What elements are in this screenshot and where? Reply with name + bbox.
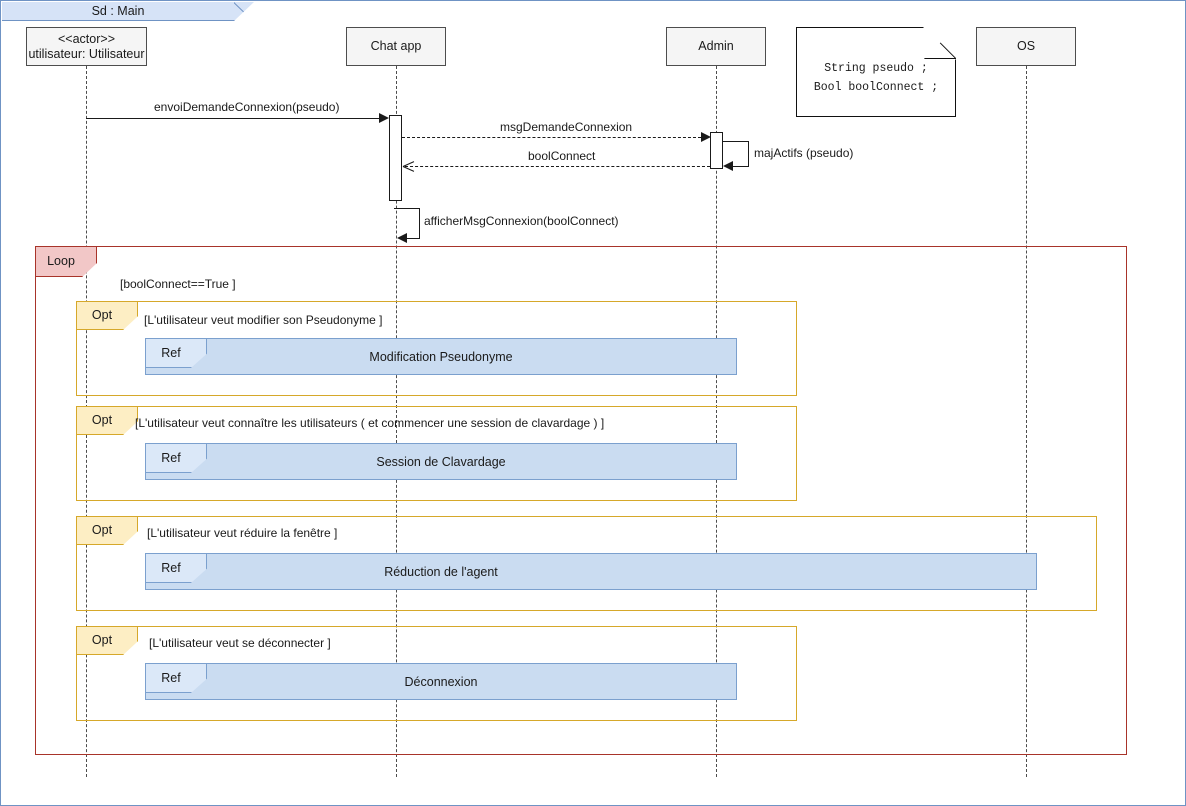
opt-fragment-4-operator-label: Opt <box>91 633 113 648</box>
opt-fragment-2-guard: [L'utilisateur veut connaître les utilis… <box>135 416 605 430</box>
message-line-afficher-msg-bottom <box>402 238 420 239</box>
diagram-frame-label: Sd : Main <box>91 4 145 18</box>
opt-fragment-3-operator-label: Opt <box>91 523 113 538</box>
opt-fragment-4-guard: [L'utilisateur veut se déconnecter ] <box>149 636 331 650</box>
activation-bar-chat-app <box>389 115 402 201</box>
lifeline-line-admin <box>716 66 717 777</box>
lifeline-box-os[interactable]: OS <box>976 27 1076 66</box>
lifeline-admin-label: Admin <box>698 39 734 53</box>
ref-block-1-title: Modification Pseudonyme <box>369 349 513 364</box>
opt-fragment-1-guard: [L'utilisateur veut modifier son Pseudon… <box>144 313 383 327</box>
lifeline-box-utilisateur[interactable]: <<actor>> utilisateur: Utilisateur <box>26 27 147 66</box>
message-arrowhead-maj-actifs <box>723 161 733 171</box>
ref-block-modification-pseudonyme[interactable]: Ref Modification Pseudonyme <box>145 338 737 375</box>
ref-block-4-title: Déconnexion <box>404 674 478 689</box>
ref-block-3-operator-label: Ref <box>161 561 181 575</box>
note-text: String pseudo ; Bool boolConnect ; <box>813 62 939 94</box>
message-arrowhead-afficher-msg <box>397 233 407 243</box>
opt-fragment-deconnexion[interactable]: Opt [L'utilisateur veut se déconnecter ]… <box>76 626 797 721</box>
ref-block-4-operator-label: Ref <box>161 671 181 685</box>
message-line-maj-actifs-bottom <box>728 166 749 167</box>
ref-block-2-title: Session de Clavardage <box>376 454 506 469</box>
ref-block-1-operator-label: Ref <box>161 346 181 360</box>
opt-fragment-modification-pseudonyme[interactable]: Opt [L'utilisateur veut modifier son Pse… <box>76 301 797 396</box>
opt-fragment-1-operator-tab: Opt <box>76 301 138 330</box>
message-label-bool-connect: boolConnect <box>528 149 596 163</box>
loop-fragment-operator-label: Loop <box>47 254 75 269</box>
message-arrowhead-msg-demande-connexion <box>701 132 711 142</box>
loop-fragment[interactable]: Loop [boolConnect==True ] <box>35 246 1127 755</box>
message-label-maj-actifs: majActifs (pseudo) <box>754 146 854 160</box>
lifeline-utilisateur-label: utilisateur: Utilisateur <box>28 46 145 61</box>
opt-fragment-2-operator-label: Opt <box>91 413 113 428</box>
ref-block-session-clavardage[interactable]: Ref Session de Clavardage <box>145 443 737 480</box>
message-arrowhead-bool-connect <box>403 161 413 171</box>
message-label-afficher-msg-connexion: afficherMsgConnexion(boolConnect) <box>424 214 619 228</box>
lifeline-utilisateur-stereotype: <<actor>> <box>58 31 115 46</box>
message-line-maj-actifs-top <box>723 141 749 142</box>
lifeline-os-label: OS <box>1016 39 1036 53</box>
message-line-bool-connect <box>405 166 710 167</box>
lifeline-chat-app-label: Chat app <box>370 39 422 53</box>
message-line-afficher-msg-top <box>394 208 420 209</box>
message-line-afficher-msg-side <box>419 208 420 238</box>
loop-fragment-guard: [boolConnect==True ] <box>120 277 236 291</box>
lifeline-line-os <box>1026 66 1027 777</box>
opt-fragment-session-clavardage[interactable]: Opt [L'utilisateur veut connaître les ut… <box>76 406 797 501</box>
message-line-envoi-demande-connexion <box>86 118 380 119</box>
message-label-envoi-demande-connexion: envoiDemandeConnexion(pseudo) <box>154 100 340 114</box>
ref-block-reduction-agent[interactable]: Ref Réduction de l'agent <box>145 553 1037 590</box>
opt-fragment-3-guard: [L'utilisateur veut réduire la fenêtre ] <box>147 526 338 540</box>
opt-fragment-4-operator-tab: Opt <box>76 626 138 655</box>
message-line-maj-actifs-side <box>748 141 749 166</box>
opt-fragment-reduction-agent[interactable]: Opt [L'utilisateur veut réduire la fenêt… <box>76 516 1097 611</box>
message-label-msg-demande-connexion: msgDemandeConnexion <box>500 120 633 134</box>
diagram-frame-header: Sd : Main <box>2 2 234 21</box>
lifeline-box-admin[interactable]: Admin <box>666 27 766 66</box>
opt-fragment-2-operator-tab: Opt <box>76 406 138 435</box>
lifeline-box-chat-app[interactable]: Chat app <box>346 27 446 66</box>
ref-block-2-operator-label: Ref <box>161 451 181 465</box>
opt-fragment-1-operator-label: Opt <box>91 308 113 323</box>
lifeline-line-chat-app <box>396 66 397 777</box>
ref-block-deconnexion[interactable]: Ref Déconnexion <box>145 663 737 700</box>
activation-bar-admin <box>710 132 723 169</box>
note-variable-declarations: String pseudo ; Bool boolConnect ; <box>796 27 956 117</box>
diagram-frame-header-notch <box>234 2 254 21</box>
message-line-msg-demande-connexion <box>402 137 701 138</box>
message-arrowhead-envoi-demande-connexion <box>379 113 389 123</box>
ref-block-4-operator-tab: Ref <box>145 663 207 693</box>
opt-fragment-3-operator-tab: Opt <box>76 516 138 545</box>
loop-fragment-operator-tab: Loop <box>35 246 97 277</box>
ref-block-3-title: Réduction de l'agent <box>384 564 498 579</box>
